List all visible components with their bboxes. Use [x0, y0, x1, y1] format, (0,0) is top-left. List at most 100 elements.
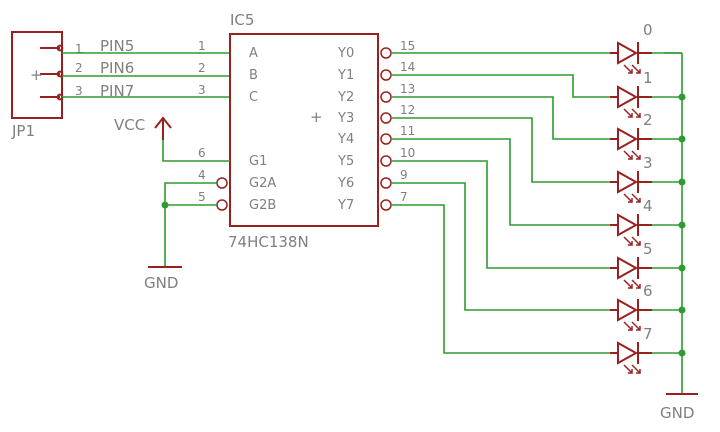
- connector-pin-number-3: 3: [75, 84, 83, 98]
- connector-origin-mark: +: [30, 66, 43, 84]
- net-label-pin6: PIN6: [100, 59, 134, 77]
- led-3-icon: [617, 170, 639, 194]
- led-0-light-arrow-icon: [623, 64, 633, 74]
- led-7-light-arrow-icon: [623, 364, 633, 374]
- ic-pin-number-y4: 11: [400, 124, 415, 138]
- led-5-light-arrow-head-icon: [628, 284, 633, 289]
- ic-name: IC5: [230, 11, 254, 29]
- junction-led-5: [678, 264, 686, 272]
- enable-nets: VCC GND: [114, 116, 230, 292]
- ic-body: [229, 33, 379, 227]
- led-1-light-arrow-icon: [623, 108, 633, 118]
- input-nets: PIN5 PIN6 PIN7 1 2 3: [62, 37, 230, 100]
- led-7-anode-wire: [392, 204, 610, 354]
- ic-pin-number-y0: 15: [400, 39, 415, 53]
- ic-input-label-a: A: [249, 46, 258, 61]
- ic-pin-number-g2b: 5: [198, 190, 206, 204]
- led-4-light-arrow-icon: [631, 236, 641, 246]
- led-5-light-arrow-icon: [623, 279, 633, 289]
- connector-name: JP1: [11, 122, 35, 140]
- led-0-icon: [617, 41, 639, 65]
- junction-led-2: [678, 135, 686, 143]
- junction-led-1: [678, 93, 686, 101]
- ic-output-label-y6: Y6: [337, 176, 354, 191]
- output-pin-numbers: 15 14 13 12 11 10 9 7: [400, 39, 415, 204]
- ic-bubble-g2a: [216, 177, 228, 189]
- ic-pin-number-c: 3: [198, 83, 206, 97]
- led-1-light-arrow-head-icon: [636, 113, 641, 118]
- gnd-right-label: GND: [660, 404, 694, 422]
- junction-led-7: [678, 349, 686, 357]
- ic-pin-number-a: 1: [198, 39, 206, 53]
- led-2-light-arrow-icon: [623, 150, 633, 160]
- ic-bubble-y3: [380, 112, 392, 124]
- led-7-light-arrow-icon: [631, 364, 641, 374]
- led-0-light-arrow-head-icon: [636, 69, 641, 74]
- led-7-light-arrow-head-icon: [636, 369, 641, 374]
- led-5-anode-wire: [392, 160, 610, 269]
- led-4-anode-wire: [392, 138, 610, 226]
- led-7-icon: [617, 341, 639, 365]
- ic-bubble-g2b: [216, 199, 228, 211]
- led-3-light-arrow-head-icon: [628, 198, 633, 203]
- led-6-anode-wire: [392, 182, 610, 311]
- led-5-icon: [617, 256, 639, 280]
- ic-bubble-y6: [380, 177, 392, 189]
- ic-pin-number-y3: 12: [400, 103, 415, 117]
- led-4-light-arrow-icon: [623, 236, 633, 246]
- ic-output-label-y2: Y2: [337, 90, 354, 105]
- led-4-light-arrow-head-icon: [628, 241, 633, 246]
- ic-output-label-y7: Y7: [337, 198, 354, 213]
- ic-bubble-y0: [380, 47, 392, 59]
- ic-input-label-g2b: G2B: [249, 198, 276, 213]
- ic-pin-number-y5: 10: [400, 146, 415, 160]
- led-5-label: 5: [643, 240, 653, 258]
- led-2-icon: [617, 127, 639, 151]
- junction-g2: [161, 201, 169, 209]
- led-5-light-arrow-head-icon: [636, 284, 641, 289]
- ic-origin-mark: +: [310, 108, 323, 126]
- ic-input-label-g1: G1: [249, 154, 267, 169]
- led-6-icon: [617, 298, 639, 322]
- net-vcc-g1-wire: [162, 140, 230, 162]
- ic-bubble-y7: [380, 199, 392, 211]
- ic-pin-number-b: 2: [198, 61, 206, 75]
- led-4-label: 4: [643, 197, 653, 215]
- ic-bubble-y5: [380, 155, 392, 167]
- connector-pin-number-1: 1: [75, 42, 83, 56]
- led-4-icon: [617, 213, 639, 237]
- ic-input-label-c: C: [249, 90, 258, 105]
- led-6-light-arrow-icon: [631, 321, 641, 331]
- led-0-light-arrow-head-icon: [628, 69, 633, 74]
- vcc-label: VCC: [114, 116, 145, 134]
- net-label-pin7: PIN7: [100, 82, 134, 100]
- ic-value: 74HC138N: [228, 233, 309, 251]
- led-7-label: 7: [643, 325, 653, 343]
- connector-pin-number-2: 2: [75, 61, 83, 75]
- ic-output-label-y4: Y4: [337, 132, 354, 147]
- connector-pin-end-2: [56, 70, 64, 78]
- ic-pin-number-y6: 9: [400, 168, 408, 182]
- led-2-light-arrow-head-icon: [628, 155, 633, 160]
- led-0-label: 0: [643, 21, 653, 39]
- ic-input-label-b: B: [249, 68, 258, 83]
- led-2-light-arrow-head-icon: [636, 155, 641, 160]
- ic-pin-number-g1: 6: [198, 146, 206, 160]
- ic-bubble-y2: [380, 91, 392, 103]
- ic-input-label-g2a: G2A: [249, 176, 276, 191]
- led-1-anode-wire: [392, 74, 610, 98]
- led-6-light-arrow-head-icon: [636, 326, 641, 331]
- led-3-label: 3: [643, 154, 653, 172]
- ic-output-label-y5: Y5: [337, 154, 354, 169]
- ic-pin-number-y2: 13: [400, 82, 415, 96]
- led-6-light-arrow-head-icon: [628, 326, 633, 331]
- led-0-light-arrow-icon: [631, 64, 641, 74]
- junction-led-6: [678, 306, 686, 314]
- led-3-light-arrow-icon: [631, 193, 641, 203]
- led-6-light-arrow-icon: [623, 321, 633, 331]
- led-1-light-arrow-icon: [631, 108, 641, 118]
- connector-jp1: + JP1 1 2 3: [11, 31, 83, 140]
- net-label-pin5: PIN5: [100, 37, 134, 55]
